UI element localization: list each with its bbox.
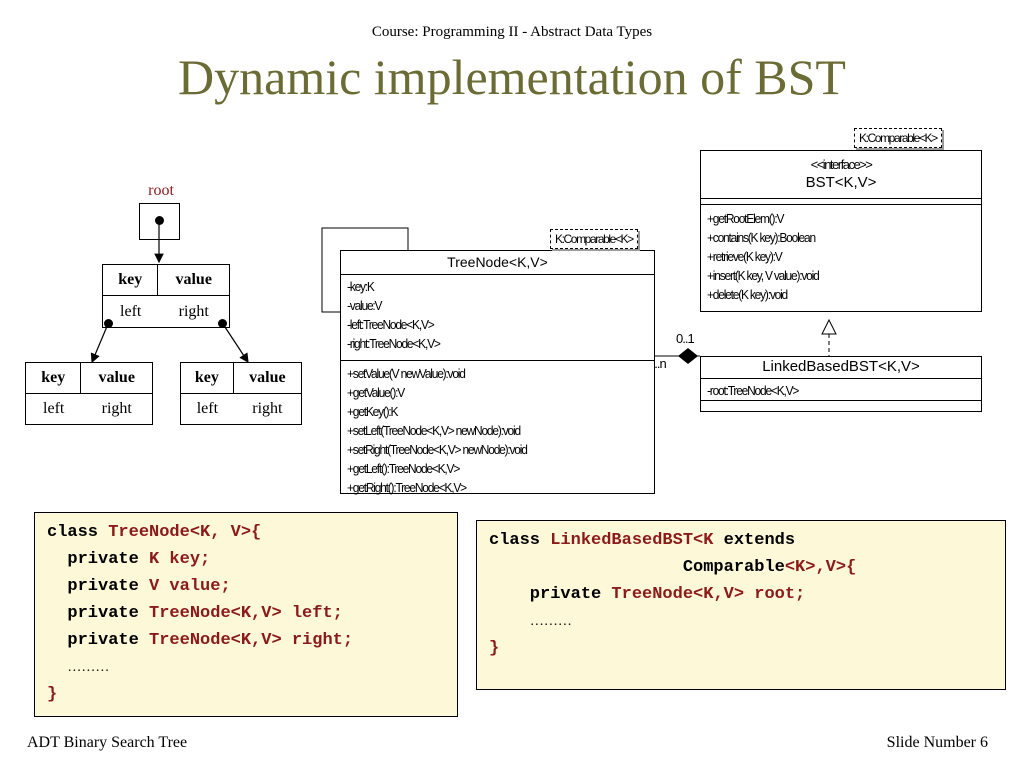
code-token: V value; [149, 577, 231, 596]
bst-method: +getRootElem():V [707, 211, 784, 226]
code-token: class [47, 523, 109, 542]
footer-course-title: ADT Binary Search Tree [27, 734, 188, 751]
treenode-type-parameter: K:Comparable<K> [550, 229, 638, 249]
right-pointer-arrow [222, 323, 249, 364]
code-token: private [47, 604, 150, 623]
linked-methods [701, 401, 981, 411]
treenode-method: +getKey():K [347, 404, 399, 419]
code-token: private [47, 550, 150, 569]
code-token: } [47, 685, 58, 704]
uml-bst-interface: <<interface>> BST<K,V> +getRootElem():V … [700, 150, 982, 312]
slide-title: Dynamic implementation of BST [178, 49, 846, 105]
linked-attribute: -root:TreeNode<K,V> [707, 383, 799, 398]
root-dot [155, 216, 164, 225]
treenode-method: +setRight(TreeNode<K,V> newNode):void [347, 442, 528, 457]
bst-method: +insert(K key, V value):void [707, 268, 820, 283]
root-label: root [148, 182, 174, 199]
bst-header: <<interface>> BST<K,V> [701, 151, 981, 199]
tree-node-root: key value left right [102, 264, 230, 328]
tree-node-right-child: key value left right [180, 362, 302, 425]
node-value: value [175, 271, 212, 288]
left-dot [104, 319, 113, 328]
bst-methods: +getRootElem():V +contains(K key):Boolea… [701, 205, 981, 306]
code-ellipsis: ……… [529, 614, 572, 629]
node-left: left [196, 399, 219, 417]
code-token: K key; [149, 550, 211, 569]
course-header: Course: Programming II - Abstract Data T… [371, 24, 653, 40]
code-token: TreeNode<K,V> right; [149, 631, 354, 650]
code-token: Comparable [489, 558, 785, 577]
right-dot [218, 319, 227, 328]
code-box-linkedbasedbst: class LinkedBasedBST<K extends Comparabl… [476, 520, 1006, 690]
code-token: TreeNode<K,V> root; [611, 585, 806, 604]
code-token: LinkedBasedBST<K [550, 531, 724, 550]
code-token: class [489, 531, 551, 550]
uml-linkedbasedbst-class: LinkedBasedBST<K,V> -root:TreeNode<K,V> [700, 356, 982, 412]
treenode-attribute: -key:K [347, 279, 375, 294]
composition-diamond [678, 348, 698, 364]
treenode-method: +getValue():V [347, 385, 405, 400]
node-key: key [181, 363, 234, 393]
footer-slide-number: Slide Number 6 [886, 734, 988, 751]
node-value: value [249, 368, 286, 386]
bst-stereotype: <<interface>> [810, 157, 873, 172]
code-token: } [489, 639, 500, 658]
code-box-treenode: class TreeNode<K, V>{ private K key; pri… [34, 512, 458, 717]
bst-method: +delete(K key):void [707, 287, 788, 302]
root-pointer-box [139, 203, 180, 240]
linked-attributes: -root:TreeNode<K,V> [701, 379, 981, 401]
code-token: TreeNode<K, V>{ [108, 523, 262, 542]
realization-arrowhead [821, 318, 837, 335]
bst-attributes [701, 199, 981, 205]
node-right: right [101, 399, 132, 417]
node-key: key [26, 363, 82, 393]
self-association-loop [321, 227, 409, 313]
treenode-attributes: -key:K -value:V -left:TreeNode<K,V> -rig… [341, 275, 654, 361]
code-ellipsis: ……… [67, 660, 110, 675]
bst-method: +contains(K key):Boolean [707, 230, 816, 245]
treenode-method: +getRight():TreeNode<K,V> [347, 480, 467, 495]
node-right: right [178, 302, 209, 320]
linked-class-name: LinkedBasedBST<K,V> [701, 357, 981, 379]
uml-treenode-class: TreeNode<K,V> -key:K -value:V -left:Tree… [340, 250, 655, 495]
bst-method: +retrieve(K key):V [707, 249, 783, 264]
code-token: private [47, 631, 150, 650]
node-right: right [252, 399, 283, 417]
treenode-attribute: -value:V [347, 298, 383, 313]
code-token: <K>,V>{ [784, 558, 857, 577]
code-token: private [489, 585, 612, 604]
multiplicity-top: 0..1 [676, 331, 695, 346]
treenode-method: +setValue(V newValue):void [347, 366, 466, 381]
treenode-method: +getLeft():TreeNode<K,V> [347, 461, 460, 476]
code-token: TreeNode<K,V> left; [149, 604, 343, 623]
node-key: key [103, 265, 159, 295]
treenode-class-name: TreeNode<K,V> [341, 251, 654, 275]
treenode-methods: +setValue(V newValue):void +getValue():V… [341, 361, 654, 499]
treenode-attribute: -right:TreeNode<K,V> [347, 336, 441, 351]
bst-type-parameter: K:Comparable<K> [854, 128, 942, 148]
node-value: value [98, 368, 135, 386]
node-left: left [120, 302, 142, 320]
left-pointer-arrow [90, 323, 109, 364]
bst-class-name: BST<K,V> [805, 174, 877, 191]
treenode-attribute: -left:TreeNode<K,V> [347, 317, 435, 332]
code-token: extends [723, 531, 796, 550]
node-left: left [43, 399, 65, 417]
tree-node-left-child: key value left right [25, 362, 153, 425]
code-token: private [47, 577, 150, 596]
treenode-method: +setLeft(TreeNode<K,V> newNode):void [347, 423, 521, 438]
